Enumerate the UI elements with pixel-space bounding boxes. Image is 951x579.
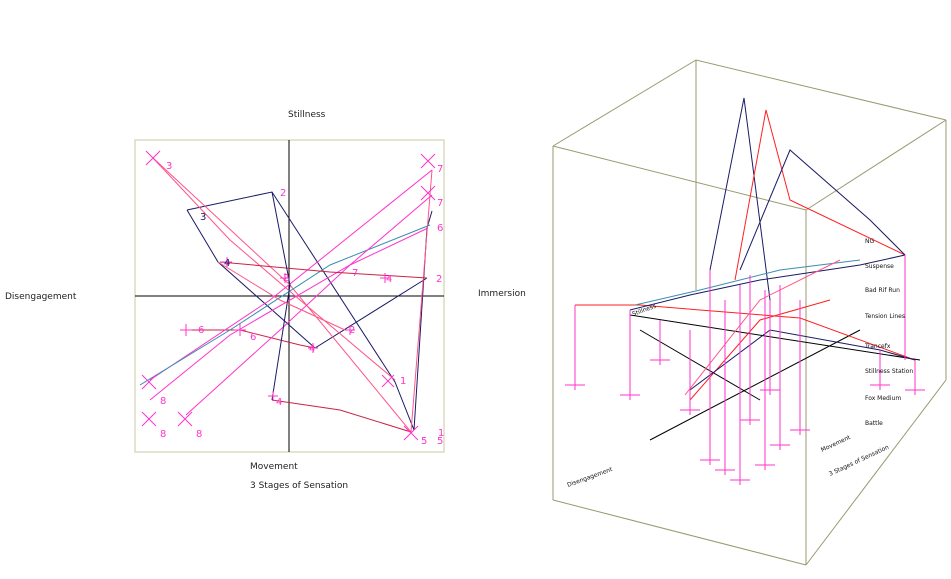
navy-ridge — [739, 149, 906, 271]
marker-number: 4 — [386, 274, 392, 285]
marker-number: 8 — [160, 429, 166, 440]
marker-number: 8 — [160, 396, 166, 407]
pink-path-c — [271, 399, 412, 433]
left-axis-label: Disengagement — [5, 292, 77, 302]
magenta-path-c — [185, 194, 433, 416]
cube-frame — [552, 59, 947, 566]
row-label: Suspense — [865, 263, 894, 270]
magenta-path-a — [149, 169, 433, 381]
teal-path — [139, 224, 431, 386]
figure-caption: 3 Stages of Sensation — [250, 481, 349, 491]
marker-number: 2 — [436, 274, 442, 285]
pink-path-b — [152, 157, 396, 381]
navy-path — [186, 191, 433, 431]
right-axis-label: Immersion — [478, 289, 526, 299]
navy-path-b — [186, 209, 428, 349]
row-label: Fox Medium — [865, 395, 901, 402]
marker-number: 1 — [438, 428, 444, 439]
bottom-axis-label: Movement — [250, 462, 298, 472]
red-path-b — [219, 261, 428, 279]
row-label: Tension Lines — [864, 313, 905, 320]
row-label: Stillness Station — [865, 368, 913, 375]
marker-number: 4 — [224, 258, 230, 269]
red-cross — [689, 299, 831, 401]
row-label: NG — [865, 238, 874, 245]
navy-path-c — [271, 191, 291, 401]
marker-number: 7 — [352, 268, 358, 279]
marker-number: 2 — [280, 188, 286, 199]
cube-series — [575, 97, 916, 401]
axis-label-disengagement: Disengagement — [566, 466, 614, 489]
axis-label-movement: Movement — [820, 434, 852, 454]
marker-number: 3 — [166, 161, 172, 172]
marker-number: 6 — [250, 332, 256, 343]
magenta-path-b — [149, 227, 429, 401]
right-plot-labels: NG Suspense Bad Rif Run Tension Lines Tr… — [864, 238, 913, 427]
teal-low — [634, 259, 861, 306]
drop-markers — [565, 355, 925, 485]
marker-number: 5 — [437, 436, 443, 447]
navy-spike — [709, 97, 771, 301]
marker-number: 4 — [276, 397, 282, 408]
red-low — [575, 304, 916, 361]
row-label: Trancefx — [864, 343, 891, 350]
marker-number: 7 — [437, 198, 443, 209]
top-axis-label: Stillness — [288, 110, 326, 120]
navy-cross — [689, 329, 916, 391]
marker-number: 1 — [400, 376, 406, 387]
left-plot-markers — [141, 150, 436, 441]
axis-label-stages: 3 Stages of Sensation — [828, 444, 890, 478]
marker-number: 4 — [309, 344, 315, 355]
marker-number: 5 — [421, 436, 427, 447]
left-plot-marker-numbers: 3 3 2 7 7 6 2 4 7 4 6 2 4 1 1 5 5 8 8 4 … — [160, 161, 444, 447]
marker-number: 3 — [200, 212, 206, 223]
navy-low — [629, 254, 906, 311]
drop-lines — [574, 255, 916, 480]
marker-number: 6 — [437, 223, 443, 234]
pink-path-d — [217, 261, 346, 331]
marker-number: 7 — [437, 164, 443, 175]
marker-number: 2 — [349, 325, 355, 336]
marker-number: 8 — [196, 429, 202, 440]
row-label: Bad Rif Run — [865, 287, 900, 294]
marker-number: 2 — [283, 273, 289, 284]
red-path — [186, 329, 316, 349]
left-plot-paths — [139, 157, 433, 434]
red-spike — [734, 109, 906, 281]
row-label: Battle — [865, 420, 883, 427]
marker-number: 6 — [198, 325, 204, 336]
pink-path-a — [152, 157, 433, 434]
